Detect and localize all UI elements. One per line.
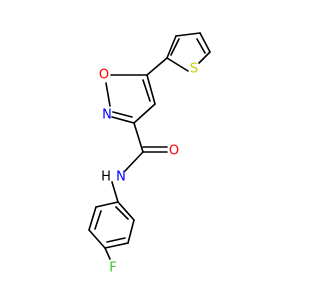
bond [146, 57, 168, 76]
amide-nitrogen-label: N [116, 170, 126, 185]
bond [133, 103, 156, 124]
bond [199, 32, 211, 53]
structure-canvas: O N S O N H F [88, 32, 211, 276]
ring-oxygen-label: O [99, 68, 109, 83]
bond [104, 247, 111, 260]
bond [124, 151, 144, 172]
bond [106, 237, 126, 243]
bond [127, 219, 135, 244]
thiophene-ring [166, 32, 211, 72]
amide-hydrogen-label: H [101, 170, 111, 185]
bond [133, 122, 144, 153]
fluorophenyl-ring [88, 201, 135, 260]
carbonyl-oxygen-label: O [169, 144, 179, 159]
bond [111, 116, 135, 124]
bond [111, 181, 119, 203]
isoxazole-ring [105, 74, 156, 124]
fluorine-label: F [109, 261, 116, 276]
bond [146, 74, 156, 105]
bond [166, 57, 189, 72]
bond [94, 210, 102, 230]
bond [105, 82, 111, 107]
thiophene-sulfur-label: S [190, 62, 198, 77]
bond [196, 38, 206, 54]
bond [142, 79, 151, 102]
bond [115, 206, 129, 220]
ring-nitrogen-label: N [102, 108, 112, 123]
bond [95, 201, 119, 208]
bond [88, 206, 97, 231]
bond [104, 242, 129, 249]
bond [117, 201, 135, 221]
bond [170, 38, 180, 56]
molecule-diagram: O N S O N H F [88, 32, 211, 276]
bond [112, 111, 133, 118]
bond [88, 229, 106, 249]
bond [166, 35, 177, 59]
bond [198, 51, 211, 64]
bond [175, 32, 201, 37]
carboxamide-group [111, 122, 168, 203]
